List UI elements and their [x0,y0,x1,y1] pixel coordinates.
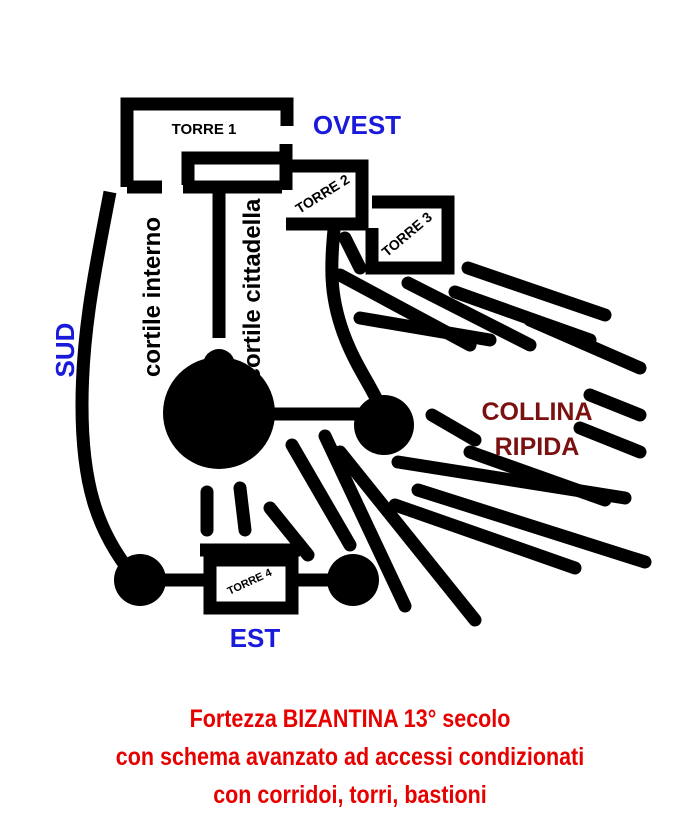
hill-label-line1: COLLINA [481,398,592,426]
hill-label-line2: RIPIDA [495,433,580,461]
bastion-east [354,395,414,455]
caption-line-1: Fortezza BIZANTINA 13° secolo [189,705,511,733]
tower-1-label: TORRE 1 [172,121,237,138]
bastion-node [203,349,235,381]
bastion-south-east [327,554,379,606]
inner-courtyard-label: cortile interno [139,217,166,377]
bastion-south-west [114,554,166,606]
direction-west-label: OVEST [313,110,401,140]
bastion-central [163,357,275,469]
caption-line-3: con corridoi, torri, bastioni [213,781,487,809]
fortress-plan: TORRE 1 TORRE 2 TORRE 3 TORRE 4 cortile … [50,97,652,653]
tower-2-label: TORRE 2 [292,171,352,217]
tower-3-label: TORRE 3 [378,208,435,259]
citadel-courtyard-label: cortile cittadella [239,198,266,381]
bastions [114,349,414,606]
direction-east-label: EST [230,623,281,653]
tower-4-label: TORRE 4 [226,566,275,597]
direction-south-label: SUD [50,323,80,378]
caption: Fortezza BIZANTINA 13° secolo con schema… [0,700,700,814]
caption-line-2: con schema avanzato ad accessi condizion… [115,743,585,771]
hill-hatching [200,231,652,627]
fortress-walls [75,97,455,615]
